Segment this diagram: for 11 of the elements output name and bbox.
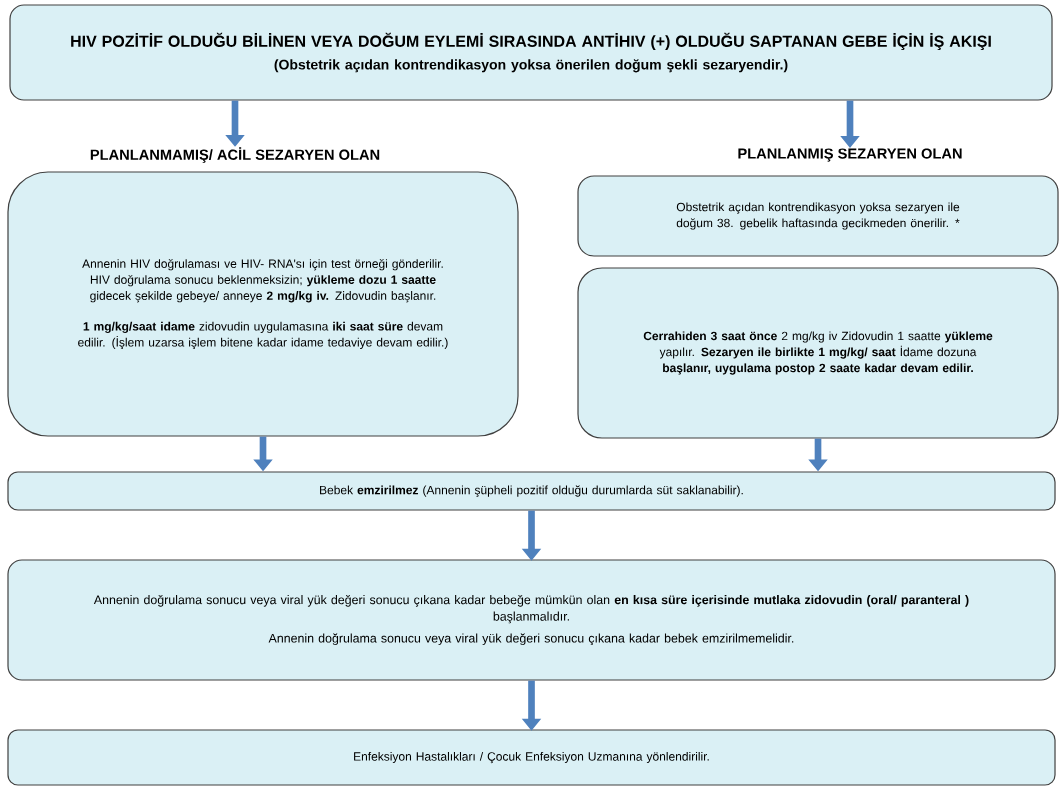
flow-box: Annenin doğrulama sonucu veya viral yük değeri sonucu çıkana kadar bebeğe mümkün olan en kısa süre içerisinde mutlaka zidovudin (oral/ paranteral ) başlanmalıdır. Annenin doğrulama sonucu veya viral yük değeri sonucu çıkana kadar bebek emzirilmemelidir. bbox=[7, 559, 1056, 681]
flow-box: Obstetrik açıdan kontrendikasyon yoksa sezaryen ile doğum 38. gebelik haftasında gecikmeden önerilir. * bbox=[577, 175, 1059, 257]
section-heading: PLANLANMIŞ SEZARYEN OLAN bbox=[738, 148, 962, 162]
flow-box: Cerrahiden 3 saat önce 2 mg/kg iv Zidovudin 1 saatte yükleme yapılır. Sezaryen ile birlikte 1 mg/kg/ saat İdame dozuna başlanır, uygulama postop 2 saate kadar devam edilir. bbox=[577, 267, 1059, 439]
node-label: 1 mg/kg/saat idame zidovudin uygulamasına iki saat süre devam edilir. (İşlem uzarsa işlem bitene kadar idame tedaviye devam edilir.) bbox=[78, 321, 448, 350]
node-label: Annenin HIV doğrulaması ve HIV- RNA'sı için test örneği gönderilir. HIV doğrulama sonucu beklenmeksizin; yükleme dozu 1 saatte gidecek şekilde gebeye/ anneye 2 mg/kg iv. Zidovudin başlanır. bbox=[82, 258, 443, 303]
section-heading: PLANLANMAMIŞ/ ACİL SEZARYEN OLAN bbox=[90, 147, 380, 163]
flow-box: Enfeksiyon Hastalıkları / Çocuk Enfeksiyon Uzmanına yönlendirilir. bbox=[7, 729, 1056, 786]
flow-box: HIV POZİTİF OLDUĞU BİLİNEN VEYA DOĞUM EYLEMİ SIRASINDA ANTİHIV (+) OLDUĞU SAPTANAN GEBE İÇİN İŞ AKIŞI (Obstetrik açıdan kontrendikasyon yoksa önerilen doğum şekli sezaryendir.) bbox=[9, 4, 1053, 101]
flow-box: Bebek emzirilmez (Annenin şüpheli pozitif olduğu durumlarda süt saklanabilir). bbox=[7, 471, 1056, 511]
flow-box: Annenin HIV doğrulaması ve HIV- RNA'sı için test örneği gönderilir. HIV doğrulama sonucu beklenmeksizin; yükleme dozu 1 saatte gidecek şekilde gebeye/ anneye 2 mg/kg iv. Zidovudin başlanır. 1 mg/kg/saat idame zidovudin uygulamasına iki saat süre devam edilir. (İşlem uzarsa işlem bitene kadar idame tedaviye devam edilir.) bbox=[7, 171, 519, 437]
